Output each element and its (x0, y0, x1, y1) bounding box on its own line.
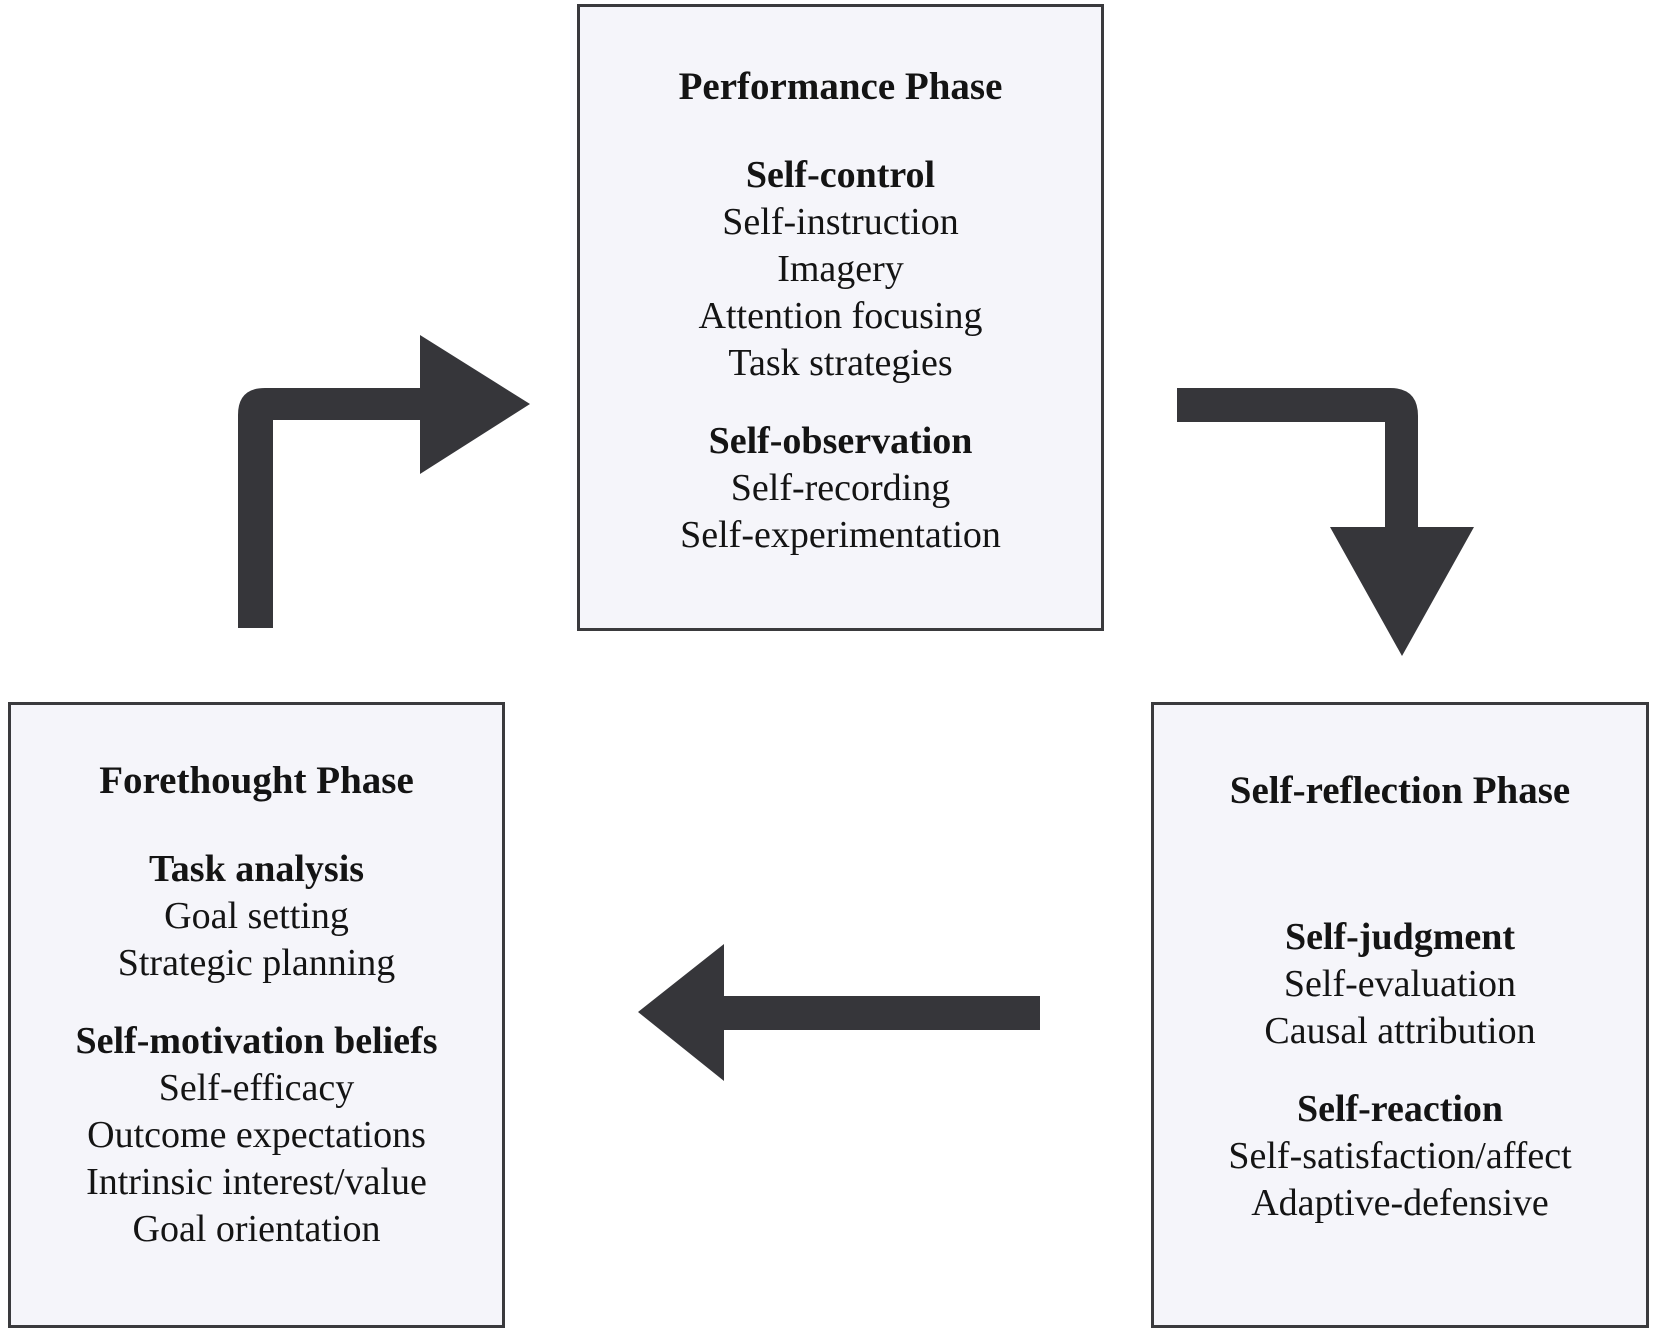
goal-setting-item: Goal setting (164, 895, 349, 937)
self-motivation-beliefs-group: Self-motivation beliefs Self-efficacy Ou… (11, 1017, 502, 1253)
self-observation-group: Self-observation Self-recording Self-exp… (580, 417, 1101, 559)
intrinsic-interest-item: Intrinsic interest/value (86, 1161, 427, 1203)
forethought-phase-title: Forethought Phase (99, 759, 414, 802)
self-reaction-heading: Self-reaction (1296, 1088, 1504, 1130)
self-control-heading: Self-control (745, 154, 936, 196)
forethought-phase-box: Forethought Phase Task analysis Goal set… (8, 702, 505, 1328)
self-control-group: Self-control Self-instruction Imagery At… (580, 151, 1101, 387)
strategic-planning-item: Strategic planning (117, 942, 396, 984)
self-judgment-group: Self-judgment Self-evaluation Causal att… (1154, 913, 1646, 1055)
arrow-performance-to-reflection (1177, 388, 1474, 656)
performance-phase-box: Performance Phase Self-control Self-inst… (577, 4, 1104, 631)
attention-focusing-item: Attention focusing (698, 295, 983, 337)
self-efficacy-item: Self-efficacy (158, 1067, 355, 1109)
self-instruction-item: Self-instruction (722, 201, 959, 243)
arrow-reflection-to-forethought (638, 944, 1040, 1081)
self-evaluation-item: Self-evaluation (1283, 963, 1517, 1005)
performance-phase-title: Performance Phase (678, 65, 1003, 108)
self-reflection-phase-box: Self-reflection Phase Self-judgment Self… (1151, 702, 1649, 1328)
self-recording-item: Self-recording (730, 467, 951, 509)
self-judgment-heading: Self-judgment (1284, 916, 1516, 958)
adaptive-defensive-item: Adaptive-defensive (1251, 1182, 1549, 1224)
self-motivation-beliefs-heading: Self-motivation beliefs (75, 1020, 438, 1062)
self-reflection-phase-title: Self-reflection Phase (1229, 769, 1571, 812)
outcome-expectations-item: Outcome expectations (87, 1114, 426, 1156)
self-observation-heading: Self-observation (708, 420, 973, 462)
arrow-forethought-to-performance (238, 335, 530, 628)
self-reaction-group: Self-reaction Self-satisfaction/affect A… (1154, 1085, 1646, 1227)
task-analysis-heading: Task analysis (148, 848, 365, 890)
causal-attribution-item: Causal attribution (1264, 1010, 1536, 1052)
task-analysis-group: Task analysis Goal setting Strategic pla… (11, 845, 502, 987)
task-strategies-item: Task strategies (728, 342, 953, 384)
goal-orientation-item: Goal orientation (132, 1208, 381, 1250)
self-experimentation-item: Self-experimentation (680, 514, 1001, 556)
imagery-item: Imagery (777, 248, 904, 290)
self-satisfaction-item: Self-satisfaction/affect (1228, 1135, 1572, 1177)
